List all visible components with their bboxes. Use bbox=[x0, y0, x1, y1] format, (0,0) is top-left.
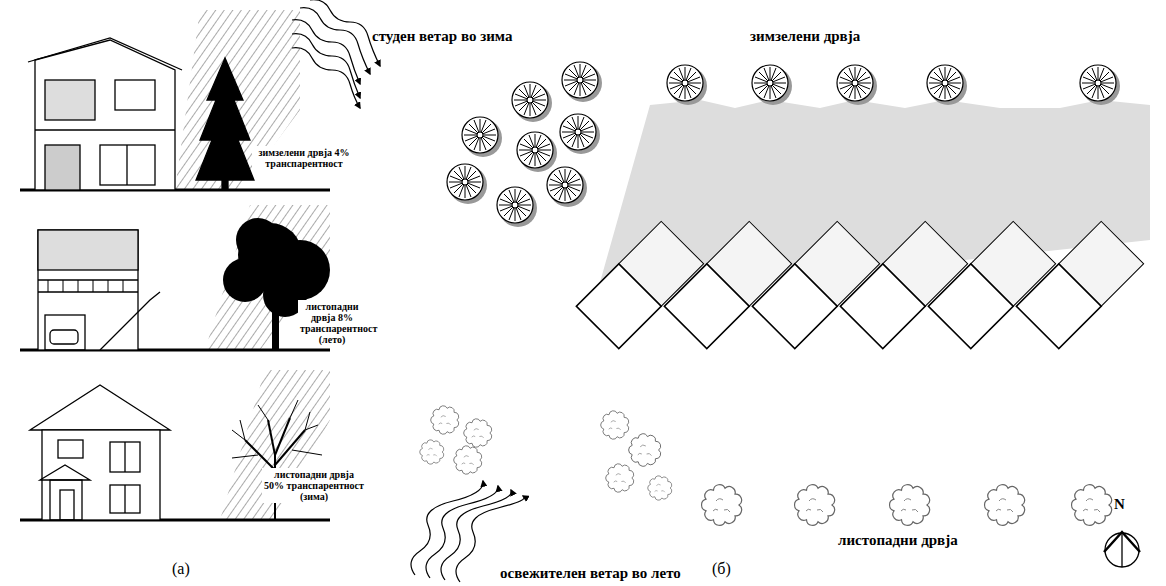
tree-label: листопадни дрвја 50% транспарентност (зи… bbox=[262, 468, 366, 503]
evergreen-trees bbox=[447, 62, 1120, 227]
wind-label: студен ветар во зима bbox=[372, 28, 512, 45]
wind-label: освежителен ветар во лето bbox=[500, 565, 681, 582]
site-plan bbox=[292, 0, 1150, 582]
panel-label: (а) bbox=[172, 560, 190, 578]
tree-group-label: зимзелени дрвја bbox=[750, 28, 860, 45]
tree-group-label: листопадни дрвја bbox=[838, 532, 958, 549]
tree-label: листопадни дрвја 8% транспарентност (лет… bbox=[298, 300, 366, 346]
north-label: N bbox=[1114, 496, 1125, 513]
tree-label: зимзелени дрвја 4% транспарентност bbox=[252, 146, 356, 170]
panel-label: (б) bbox=[712, 560, 731, 578]
north-arrow bbox=[1104, 532, 1140, 567]
deciduous-trees bbox=[420, 406, 1112, 526]
house-plan-unit bbox=[1016, 221, 1143, 348]
house-sections bbox=[20, 10, 330, 520]
